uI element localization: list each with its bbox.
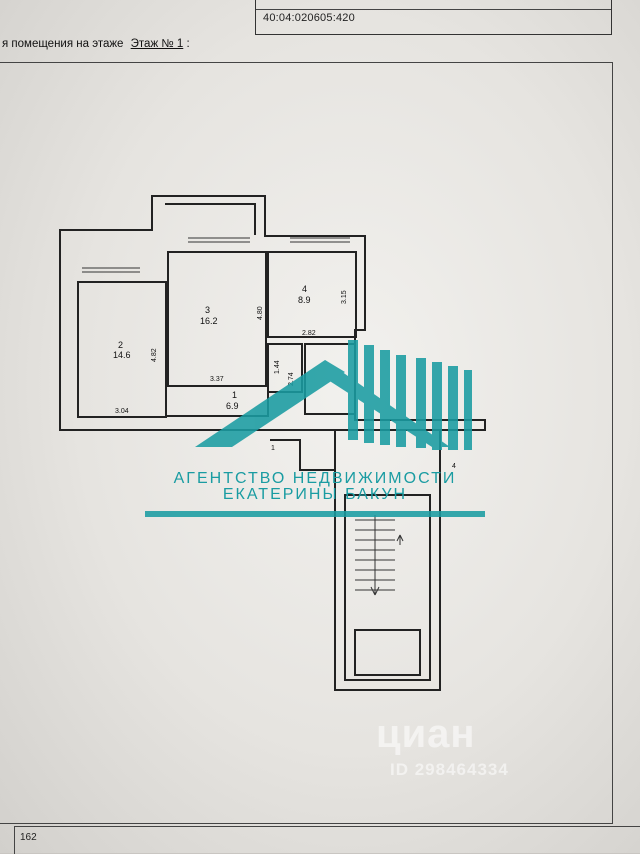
dim-room4-height: 3.15: [341, 290, 348, 304]
page-number: 162: [20, 832, 37, 843]
stair-steps: [355, 515, 395, 595]
stair-arrow: [370, 534, 404, 596]
room-3-area: 16.2: [200, 316, 218, 326]
dim-room3-width: 3.37: [210, 376, 224, 383]
room-3-number: 3: [205, 305, 210, 315]
balcony-wall: [165, 203, 256, 235]
cian-watermark-logo: циан: [376, 712, 476, 756]
room-2-area: 14.6: [113, 350, 131, 360]
cian-listing-id: ID 298464334: [390, 760, 509, 779]
room-1-number: 1: [232, 390, 237, 400]
dimension-labels: 4.82 4.80 3.15 2.82 3.37 3.04 1.44 2.74 …: [115, 290, 456, 470]
drawing-frame: [0, 62, 613, 824]
floor-value: Этаж № 1: [130, 38, 184, 50]
footer-cell: [14, 826, 640, 854]
floor-label: я помещения на этаже Этаж № 1 :: [2, 38, 190, 50]
stairwell-inner: [344, 494, 431, 681]
agency-name-line2: ЕКАТЕРИНЫ БАКУН: [222, 486, 408, 503]
outer-wall: [59, 195, 486, 431]
dim-room4-width: 2.82: [302, 330, 316, 337]
header-cell: [255, 0, 612, 35]
room-4-number: 4: [302, 284, 307, 294]
dim-wc-height: 2.74: [288, 372, 295, 386]
window-room3: [188, 237, 250, 243]
room-labels: 2 14.6 3 16.2 4 8.9 1 6.9: [113, 284, 311, 411]
cadastral-number: 40:04:020605:420: [263, 12, 355, 24]
window-room4: [290, 237, 350, 243]
stair-landing: [354, 629, 421, 676]
dim-bath-height: 1.44: [274, 360, 281, 374]
dim-room3-height: 4.80: [257, 306, 264, 320]
room-4-outline: [267, 251, 357, 338]
agency-logo-icon: [145, 340, 485, 517]
stair-marker-1: 1: [271, 445, 275, 452]
agency-name-line1: АГЕНТСТВО НЕДВИЖИМОСТИ: [173, 470, 457, 487]
stairwell-wall: [334, 430, 441, 691]
room-2-number: 2: [118, 340, 123, 350]
stair-marker-4: 4: [452, 463, 456, 470]
room-2-outline: [77, 281, 167, 418]
window-room2: [82, 267, 140, 273]
entry-wall: [270, 439, 335, 471]
room-1-area: 6.9: [226, 401, 239, 411]
floor-label-text: я помещения на этаже: [2, 38, 124, 50]
dim-room2-width: 3.04: [115, 408, 129, 415]
dim-room2-height: 4.82: [151, 348, 158, 362]
room-4-area: 8.9: [298, 295, 311, 305]
room-3-outline: [167, 251, 267, 387]
floor-suffix: :: [186, 38, 190, 50]
